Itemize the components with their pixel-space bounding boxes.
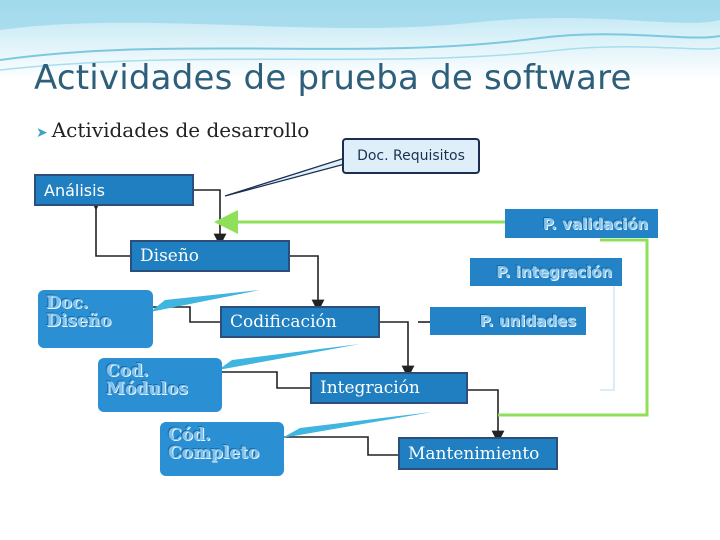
test-validacion: P. validación [505, 209, 658, 238]
cod-modulos-line1: Cod. [106, 362, 214, 380]
connector-docdiseno-cod [153, 307, 225, 322]
cod-completo-line1: Cód. [168, 426, 276, 444]
doc-diseno-line2: Diseño [46, 312, 145, 330]
cod-modulos-line2: Módulos [106, 380, 214, 398]
phase-mantenimiento: Mantenimiento [398, 437, 558, 470]
fan-int-to-codcompleto [282, 412, 432, 438]
fan-cod-to-codmodulos [218, 344, 360, 370]
pintegracion-link [600, 286, 614, 390]
connector-codmodulos-int [222, 372, 313, 388]
connector-codificacion-integracion [378, 322, 408, 372]
phase-integracion: Integración [310, 372, 468, 404]
test-unidades: P. unidades [430, 307, 586, 335]
test-integracion: P. integración [470, 258, 622, 286]
connector-analisis-feed [193, 190, 220, 240]
phase-codificacion: Codificación [220, 306, 380, 338]
connector-codcompleto-mant [284, 437, 398, 455]
doc-requisitos-callout: Doc. Requisitos [342, 138, 480, 174]
doc-diseno-line1: Doc. [46, 294, 145, 312]
callout-pointer [225, 158, 360, 196]
doc-diseno-box: Doc. Diseño [38, 290, 153, 348]
phase-diseno: Diseño [130, 240, 290, 272]
cod-modulos-box: Cod. Módulos [98, 358, 222, 412]
connector-diseno-codificacion [289, 256, 318, 306]
cod-completo-line2: Completo [168, 444, 276, 462]
phase-analisis: Análisis [34, 174, 194, 206]
connector-integracion-mant [468, 390, 498, 437]
cod-completo-box: Cód. Completo [160, 422, 284, 476]
connector-analisis-diseno [96, 204, 133, 256]
